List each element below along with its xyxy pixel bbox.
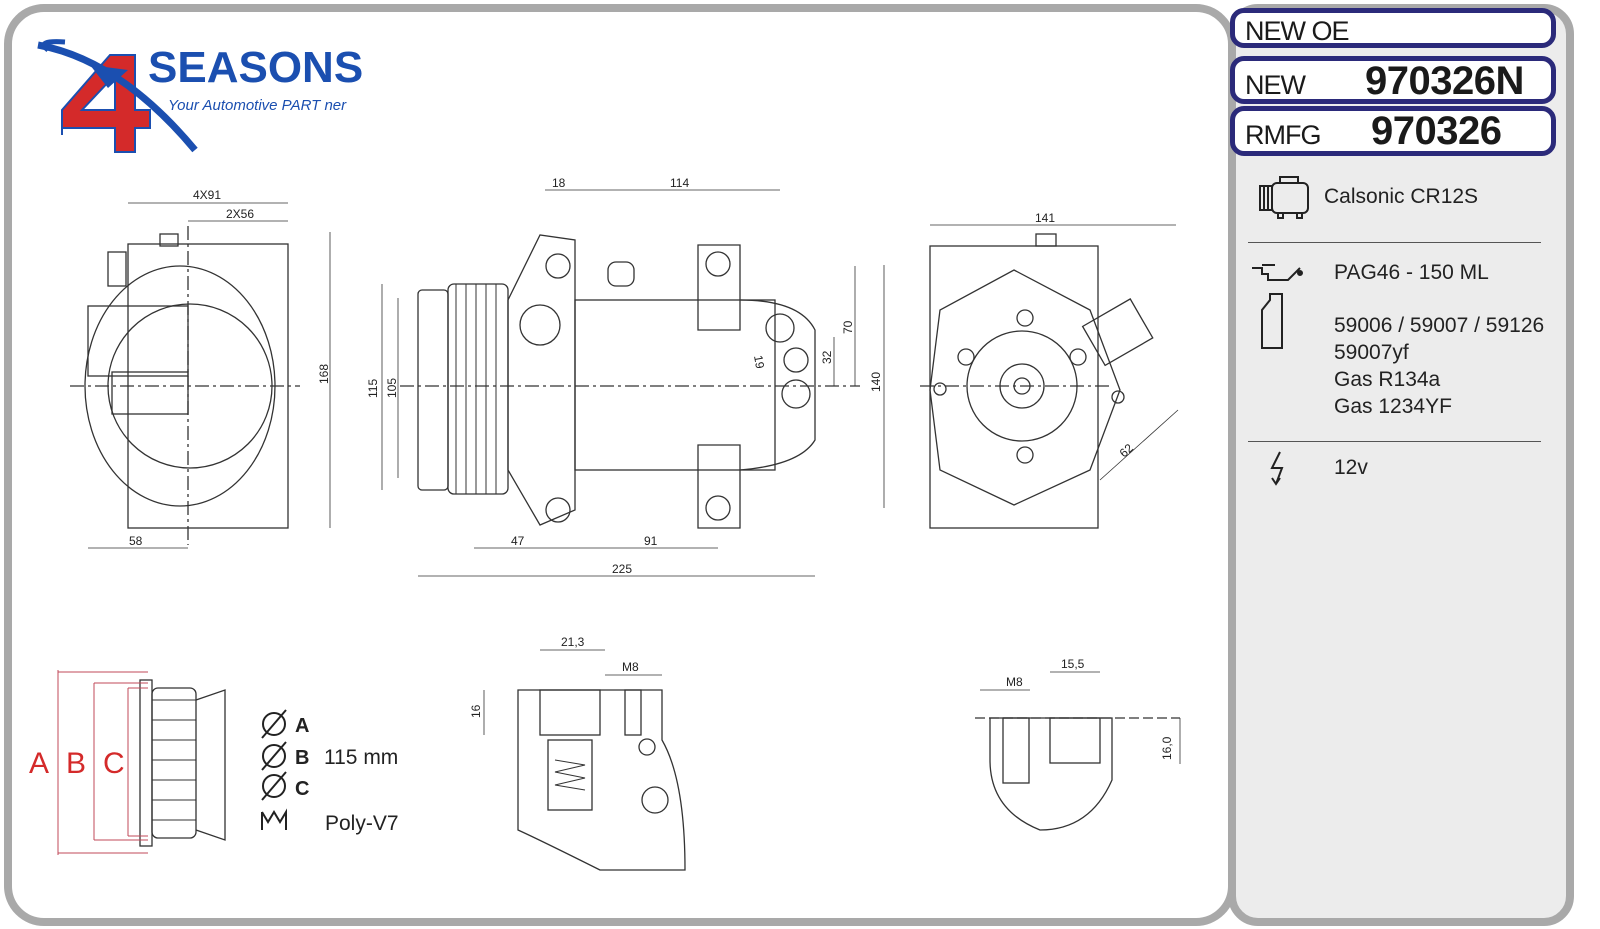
dim-225: 225 xyxy=(612,562,632,576)
dim-18: 18 xyxy=(552,176,566,190)
dim-70: 70 xyxy=(841,320,855,334)
new-code-box: NEW 970326N xyxy=(1230,56,1556,104)
dimension-labels: 4X91 2X56 168 58 18 114 115 105 70 32 19… xyxy=(129,176,1174,760)
dim-32: 32 xyxy=(820,350,834,364)
code-number: 970326 xyxy=(1371,109,1502,153)
dimension-lines xyxy=(88,189,1181,764)
four-seasons-logo: SEASONS Your Automotive PART ner xyxy=(37,39,363,153)
rear-view xyxy=(920,233,1154,529)
dim-91: 91 xyxy=(644,534,658,548)
oil-ref: 59006 / 59007 / 59126 xyxy=(1334,314,1545,337)
divider xyxy=(1248,242,1541,243)
dim-47: 47 xyxy=(511,534,525,548)
dim-168: 168 xyxy=(317,364,331,384)
dim-m8: M8 xyxy=(622,660,639,674)
diameter-icon xyxy=(261,709,287,801)
code-number: 970326N xyxy=(1365,59,1524,103)
belt-type: Poly-V7 xyxy=(325,812,399,835)
dim-58: 58 xyxy=(129,534,143,548)
pulley-letter-b: B xyxy=(66,747,86,780)
drawing-frame xyxy=(4,4,1236,926)
voltage: 12v xyxy=(1334,456,1368,479)
belt-icon xyxy=(261,808,287,830)
pulley-letter-c: C xyxy=(103,747,125,780)
dim-115: 115 xyxy=(366,379,380,398)
logo-tagline: Your Automotive PART ner xyxy=(168,97,347,114)
dim-4x91: 4X91 xyxy=(193,188,221,202)
code-label: NEW xyxy=(1245,70,1306,100)
code-label: NEW OE xyxy=(1245,16,1350,46)
rmfg-code-box: RMFG 970326 xyxy=(1230,106,1556,156)
diameter-c-label: C xyxy=(295,778,309,800)
dim-105: 105 xyxy=(385,378,399,398)
diameter-b-label: B xyxy=(295,747,309,769)
oil-ref: 59007yf xyxy=(1334,341,1409,364)
pulley-detail xyxy=(57,670,226,855)
pulley-letter-a: A xyxy=(29,747,49,780)
dim-16-0: 16,0 xyxy=(1160,736,1174,760)
dim-62: 62 xyxy=(1117,441,1137,461)
dim-141: 141 xyxy=(1035,211,1055,225)
front-view xyxy=(400,234,860,529)
diameter-a-label: A xyxy=(295,715,309,737)
technical-drawing: 4X91 2X56 168 58 18 114 115 105 70 32 19… xyxy=(29,176,1181,871)
pulley-diameter: 115 mm xyxy=(324,746,398,769)
gas-type: Gas R134a xyxy=(1334,368,1441,391)
side-view xyxy=(70,226,300,545)
dim-21-3: 21,3 xyxy=(561,635,585,649)
dim-114: 114 xyxy=(670,176,689,190)
pulley-legend: A B C A B C 115 mm Poly-V7 xyxy=(29,709,399,835)
section-detail-left xyxy=(517,689,686,871)
dim-16: 16 xyxy=(469,704,483,718)
dim-15-5: 15,5 xyxy=(1061,657,1085,671)
code-label: RMFG xyxy=(1245,120,1321,150)
dim-m8: M8 xyxy=(1006,675,1023,689)
dim-2x56: 2X56 xyxy=(226,207,254,221)
oil-spec: PAG46 - 150 ML xyxy=(1334,261,1489,284)
divider xyxy=(1248,441,1541,442)
dim-140: 140 xyxy=(869,372,883,392)
spec-panel xyxy=(1228,4,1574,926)
compressor-model: Calsonic CR12S xyxy=(1324,185,1479,208)
section-detail-right xyxy=(975,717,1180,831)
oil-reference-list: 59006 / 59007 / 59126 59007yf Gas R134a … xyxy=(1334,312,1544,420)
logo-brand: SEASONS xyxy=(148,43,363,92)
gas-type: Gas 1234YF xyxy=(1334,395,1452,418)
dim-19: 19 xyxy=(751,354,767,370)
new-oe-box: NEW OE xyxy=(1230,8,1556,48)
